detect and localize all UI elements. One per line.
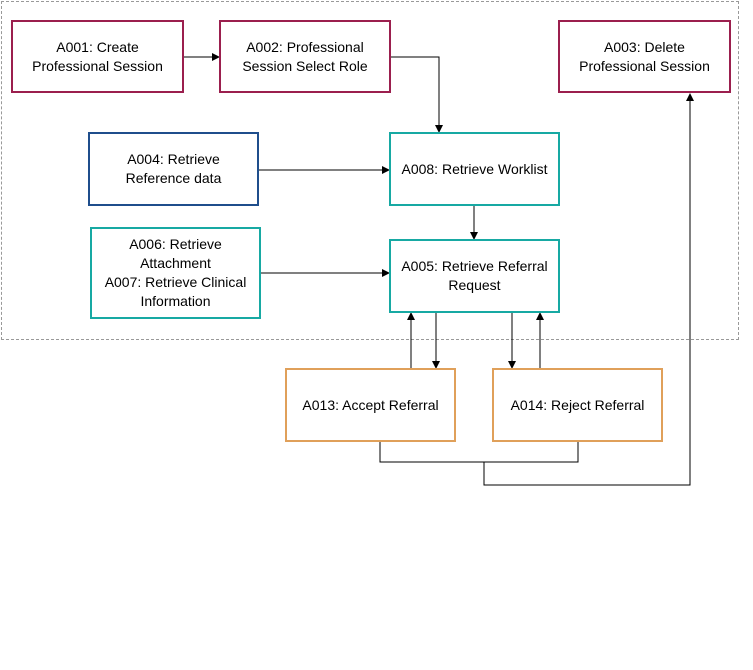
arrow-join-to-a003 [483,93,694,486]
node-a008: A008: Retrieve Worklist [389,132,560,206]
node-a001: A001: Create Professional Session [11,20,184,93]
node-a014: A014: Reject Referral [492,368,663,442]
node-a005-label: A005: Retrieve Referral Request [401,258,548,293]
session-group-boundary [1,1,739,340]
node-a004-label: A004: Retrieve Reference data [125,151,222,186]
node-a006-a007-label: A006: Retrieve Attachment A007: Retrieve… [104,236,247,309]
arrow-a002-to-a008 [391,56,443,133]
node-a002: A002: Professional Session Select Role [219,20,391,93]
node-a003-label: A003: Delete Professional Session [579,38,710,74]
node-a008-label: A008: Retrieve Worklist [401,160,548,177]
node-a003: A003: Delete Professional Session [558,20,731,93]
node-a013: A013: Accept Referral [285,368,456,442]
node-a014-label: A014: Reject Referral [510,396,645,413]
node-a013-label: A013: Accept Referral [302,396,439,413]
connector-a013-a014-join [379,442,579,463]
node-a004: A004: Retrieve Reference data [88,132,259,206]
node-a006-a007: A006: Retrieve Attachment A007: Retrieve… [90,227,261,319]
node-a001-label: A001: Create Professional Session [32,38,163,74]
node-a005: A005: Retrieve Referral Request [389,239,560,313]
node-a002-label: A002: Professional Session Select Role [242,38,368,74]
